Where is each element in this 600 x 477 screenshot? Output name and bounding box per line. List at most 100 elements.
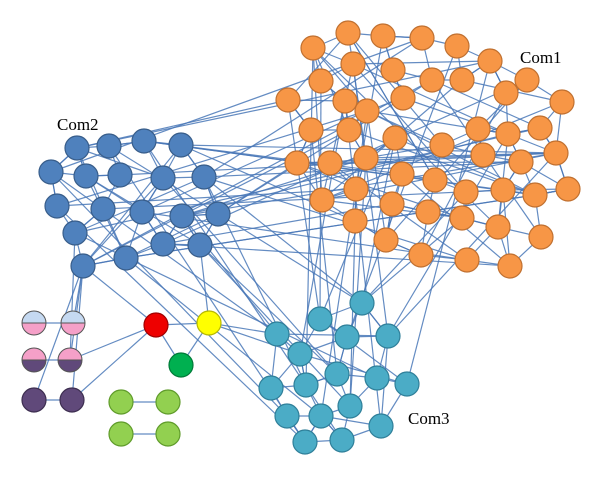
- edge: [69, 324, 157, 361]
- com1-node: [408, 242, 434, 268]
- com1-node: [449, 67, 475, 93]
- edge: [199, 244, 210, 324]
- com3-node: [292, 429, 318, 455]
- com1-node: [470, 142, 496, 168]
- yellow-node: [196, 310, 222, 336]
- com1-node: [493, 80, 519, 106]
- com3-node: [308, 403, 334, 429]
- com1-node: [300, 35, 326, 61]
- edge: [387, 133, 509, 337]
- community-label-com1: Com1: [520, 48, 562, 67]
- com3-node: [293, 372, 319, 398]
- edge: [305, 47, 314, 386]
- com1-node: [422, 167, 448, 193]
- lightgreen-node: [155, 421, 181, 447]
- com1-node: [354, 98, 380, 124]
- edge: [321, 100, 346, 201]
- edge: [299, 100, 346, 355]
- com2-node: [64, 135, 90, 161]
- community-label-com3: Com3: [408, 409, 450, 428]
- edge: [50, 171, 288, 417]
- com1-node: [336, 117, 362, 143]
- com2-node: [96, 133, 122, 159]
- com2-node: [150, 165, 176, 191]
- com3-node: [337, 393, 363, 419]
- com1-node: [522, 182, 548, 208]
- edge: [406, 60, 491, 385]
- com2-node: [44, 193, 70, 219]
- nodes-layer: [21, 20, 581, 455]
- edge: [125, 257, 322, 417]
- red-node: [143, 312, 169, 338]
- com3-node: [274, 403, 300, 429]
- community-label-com2: Com2: [57, 115, 99, 134]
- edge: [310, 129, 338, 375]
- edge: [82, 129, 350, 267]
- edge: [385, 79, 528, 241]
- lightgreen-node: [108, 421, 134, 447]
- edge: [203, 176, 363, 304]
- com1-node: [390, 85, 416, 111]
- com2-node: [90, 196, 116, 222]
- edge: [361, 137, 396, 304]
- com1-node: [409, 25, 435, 51]
- com1-node: [514, 67, 540, 93]
- com2-node: [150, 231, 176, 257]
- edge: [349, 157, 367, 407]
- com1-node: [543, 140, 569, 166]
- com2-node: [187, 232, 213, 258]
- com1-node: [454, 247, 480, 273]
- purple-node: [21, 387, 47, 413]
- edge: [208, 322, 301, 355]
- com1-node: [527, 115, 553, 141]
- com3-node: [375, 323, 401, 349]
- com2-node: [129, 199, 155, 225]
- com1-node: [549, 89, 575, 115]
- com3-node: [258, 375, 284, 401]
- com3-node: [329, 427, 355, 453]
- com1-node: [528, 224, 554, 250]
- com1-node: [444, 33, 470, 59]
- com1-node: [309, 187, 335, 213]
- edge: [69, 232, 76, 361]
- com2-node: [113, 245, 139, 271]
- edge: [312, 47, 350, 131]
- edge: [420, 92, 507, 256]
- lightblue-pink-node: [60, 310, 86, 336]
- com2-node: [168, 132, 194, 158]
- com1-node: [373, 227, 399, 253]
- com1-node: [453, 179, 479, 205]
- com3-node: [368, 413, 394, 439]
- com3-node: [349, 290, 375, 316]
- com2-node: [73, 163, 99, 189]
- edge: [431, 79, 541, 129]
- edge: [352, 60, 491, 65]
- com3-node: [307, 306, 333, 332]
- com3-node: [394, 371, 420, 397]
- com1-node: [419, 67, 445, 93]
- com1-node: [317, 150, 343, 176]
- lightblue-pink-node: [21, 310, 47, 336]
- edge: [71, 324, 157, 401]
- com2-node: [131, 128, 157, 154]
- com1-node: [340, 51, 366, 77]
- edge: [287, 32, 349, 101]
- com1-node: [275, 87, 301, 113]
- com1-node: [298, 117, 324, 143]
- com1-node: [353, 145, 379, 171]
- com1-node: [370, 23, 396, 49]
- com1-node: [335, 20, 361, 46]
- com1-node: [415, 199, 441, 225]
- edge: [365, 144, 443, 159]
- com1-node: [284, 150, 310, 176]
- com1-node: [465, 116, 491, 142]
- com1-node: [508, 149, 534, 175]
- com1-node: [343, 176, 369, 202]
- com3-node: [324, 361, 350, 387]
- com1-node: [495, 121, 521, 147]
- com1-node: [380, 57, 406, 83]
- lightgreen-node: [155, 389, 181, 415]
- edge: [387, 152, 557, 337]
- com3-node: [264, 321, 290, 347]
